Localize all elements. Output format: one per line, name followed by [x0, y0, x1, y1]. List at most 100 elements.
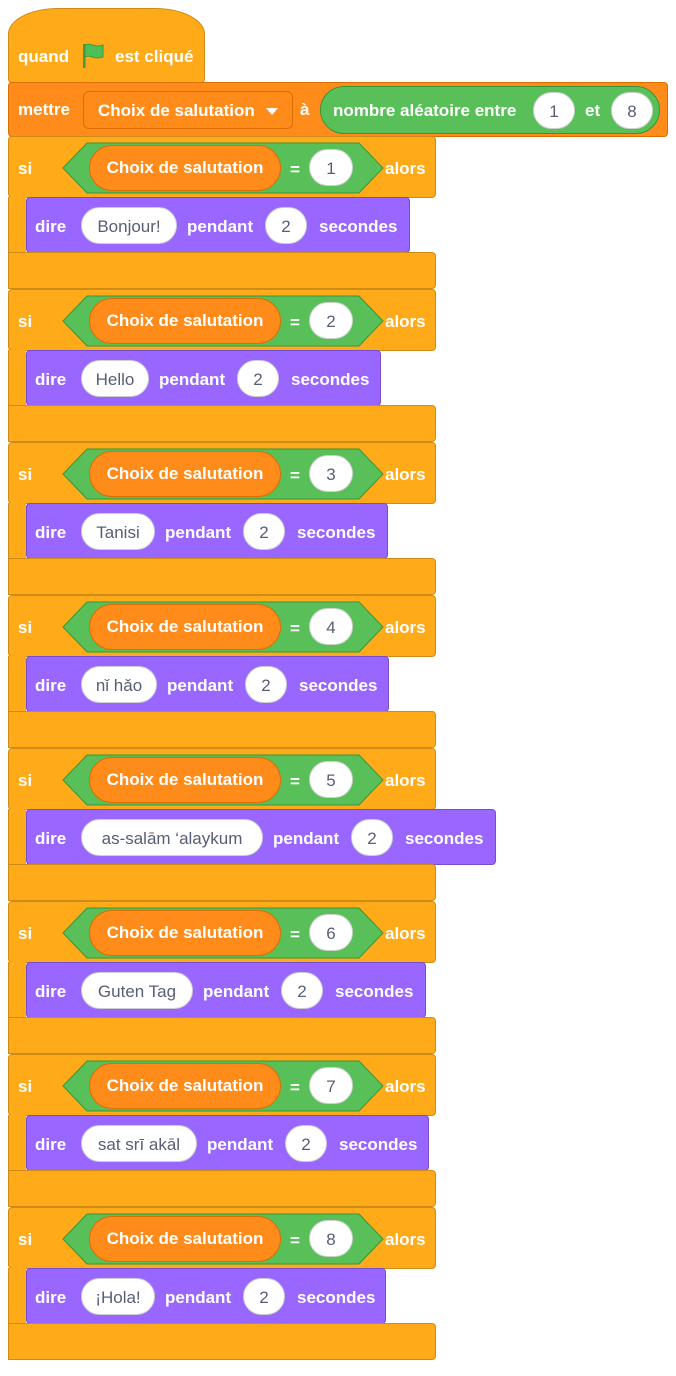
message-input[interactable]: ¡Hola!	[81, 1278, 155, 1315]
say-for-secs-block[interactable]: dire sat srī akāl pendant 2 secondes	[26, 1115, 429, 1171]
message-input[interactable]: Bonjour!	[81, 207, 177, 244]
random-from-input[interactable]: 1	[533, 92, 575, 129]
and-label: et	[585, 101, 601, 120]
say-label: dire	[35, 523, 67, 542]
compare-value-input[interactable]: 5	[309, 761, 353, 798]
compare-value-input[interactable]: 2	[309, 302, 353, 339]
for-label: pendant	[167, 676, 234, 695]
equals-label: =	[290, 1231, 300, 1250]
then-label: alors	[385, 1077, 426, 1096]
if-block-bottom	[8, 1170, 436, 1207]
compare-value-input[interactable]: 8	[309, 1220, 353, 1257]
if-block[interactable]: si Choix de salutation = 8 alors	[8, 1207, 436, 1269]
message-input[interactable]: as-salām ‘alaykum	[81, 819, 263, 856]
if-block-arm	[8, 350, 26, 406]
if-block-arm	[8, 197, 26, 253]
if-block-arm	[8, 656, 26, 712]
variable-reporter[interactable]: Choix de salutation	[89, 1063, 281, 1109]
random-from-value: 1	[549, 102, 559, 121]
random-reporter[interactable]: nombre aléatoire entre 1 et 8	[320, 86, 660, 134]
secs-input[interactable]: 2	[245, 666, 287, 703]
secs-input[interactable]: 2	[243, 1278, 285, 1315]
equals-label: =	[290, 619, 300, 638]
message-input[interactable]: Guten Tag	[81, 972, 193, 1009]
compare-value: 8	[326, 1230, 336, 1249]
variable-reporter[interactable]: Choix de salutation	[89, 298, 281, 344]
secs-input[interactable]: 2	[265, 207, 307, 244]
compare-value-input[interactable]: 4	[309, 608, 353, 645]
message-input[interactable]: nǐ hǎo	[81, 666, 157, 703]
then-label: alors	[385, 465, 426, 484]
say-for-secs-block[interactable]: dire nǐ hǎo pendant 2 secondes	[26, 656, 389, 712]
message-value: nǐ hǎo	[95, 676, 143, 695]
variable-reporter[interactable]: Choix de salutation	[89, 145, 281, 191]
compare-value-input[interactable]: 3	[309, 455, 353, 492]
then-label: alors	[385, 618, 426, 637]
variable-reporter-label: Choix de salutation	[106, 464, 264, 483]
random-to-input[interactable]: 8	[611, 92, 653, 129]
say-for-secs-block[interactable]: dire Bonjour! pendant 2 secondes	[26, 197, 410, 253]
if-block-arm	[8, 1115, 26, 1171]
if-block[interactable]: si Choix de salutation = 2 alors	[8, 289, 436, 351]
variable-reporter-label: Choix de salutation	[106, 1229, 264, 1248]
equals-label: =	[290, 1078, 300, 1097]
secs-input[interactable]: 2	[285, 1125, 327, 1162]
variable-dropdown[interactable]: Choix de salutation	[83, 91, 293, 129]
say-for-secs-block[interactable]: dire Guten Tag pendant 2 secondes	[26, 962, 426, 1018]
variable-reporter-label: Choix de salutation	[106, 1076, 264, 1095]
equals-label: =	[290, 313, 300, 332]
if-block[interactable]: si Choix de salutation = 4 alors	[8, 595, 436, 657]
say-for-secs-block[interactable]: dire as-salām ‘alaykum pendant 2 seconde…	[26, 809, 496, 865]
if-block-bottom	[8, 558, 436, 595]
clicked-label: est cliqué	[115, 47, 194, 66]
seconds-label: secondes	[319, 217, 398, 236]
secs-input[interactable]: 2	[351, 819, 393, 856]
if-block[interactable]: si Choix de salutation = 7 alors	[8, 1054, 436, 1116]
compare-value-input[interactable]: 7	[309, 1067, 353, 1104]
to-label: à	[300, 100, 310, 119]
say-for-secs-block[interactable]: dire ¡Hola! pendant 2 secondes	[26, 1268, 386, 1324]
secs-input[interactable]: 2	[281, 972, 323, 1009]
variable-reporter[interactable]: Choix de salutation	[89, 757, 281, 803]
message-value: Tanisi	[96, 523, 140, 542]
variable-reporter-label: Choix de salutation	[106, 311, 264, 330]
if-block[interactable]: si Choix de salutation = 3 alors	[8, 442, 436, 504]
compare-value-input[interactable]: 1	[309, 149, 353, 186]
equals-label: =	[290, 925, 300, 944]
secs-value: 2	[297, 982, 307, 1001]
equals-label: =	[290, 772, 300, 791]
say-label: dire	[35, 982, 67, 1001]
if-block[interactable]: si Choix de salutation = 6 alors	[8, 901, 436, 963]
compare-value-input[interactable]: 6	[309, 914, 353, 951]
seconds-label: secondes	[299, 676, 378, 695]
secs-value: 2	[259, 523, 269, 542]
if-block-bottom	[8, 405, 436, 442]
say-for-secs-block[interactable]: dire Tanisi pendant 2 secondes	[26, 503, 388, 559]
variable-reporter[interactable]: Choix de salutation	[89, 604, 281, 650]
if-block[interactable]: si Choix de salutation = 1 alors	[8, 136, 436, 198]
then-label: alors	[385, 771, 426, 790]
for-label: pendant	[187, 217, 254, 236]
variable-dropdown-value: Choix de salutation	[98, 101, 255, 120]
if-label: si	[18, 1230, 33, 1249]
chevron-down-icon	[266, 108, 278, 115]
compare-value: 2	[326, 312, 336, 331]
variable-reporter[interactable]: Choix de salutation	[89, 910, 281, 956]
variable-reporter[interactable]: Choix de salutation	[89, 1216, 281, 1262]
if-block-arm	[8, 1268, 26, 1324]
for-label: pendant	[165, 1288, 232, 1307]
message-input[interactable]: sat srī akāl	[81, 1125, 197, 1162]
variable-reporter[interactable]: Choix de salutation	[89, 451, 281, 497]
if-label: si	[18, 159, 33, 178]
say-for-secs-block[interactable]: dire Hello pendant 2 secondes	[26, 350, 381, 406]
say-label: dire	[35, 676, 67, 695]
when-flag-clicked-block[interactable]: quand est cliqué	[8, 8, 205, 83]
if-block[interactable]: si Choix de salutation = 5 alors	[8, 748, 436, 810]
seconds-label: secondes	[339, 1135, 418, 1154]
set-variable-block[interactable]: mettre Choix de salutation à nombre aléa…	[8, 82, 668, 137]
secs-input[interactable]: 2	[243, 513, 285, 550]
message-input[interactable]: Hello	[81, 360, 149, 397]
secs-input[interactable]: 2	[237, 360, 279, 397]
variable-reporter-label: Choix de salutation	[106, 923, 264, 942]
message-input[interactable]: Tanisi	[81, 513, 155, 550]
